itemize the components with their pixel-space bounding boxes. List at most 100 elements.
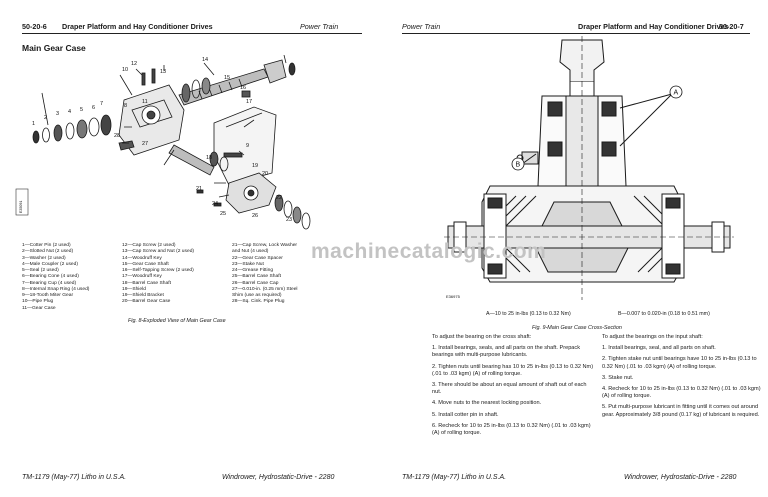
watermark: machinecatalogic.com xyxy=(311,240,547,263)
legend-entry: 28—Sq. Cink. Pipe Plug xyxy=(232,299,285,305)
instruction-step: 3. Stake nut. xyxy=(602,374,634,381)
part-number-label: 13 xyxy=(160,69,166,75)
instruction-step: To adjust the bearing on the cross shaft… xyxy=(432,334,532,340)
left-header-section: Power Train xyxy=(300,22,339,31)
legend-entry: 9—18-Tooth Miter Gear xyxy=(22,293,74,298)
part-number-label: 10 xyxy=(122,67,128,73)
part-number-label: 15 xyxy=(224,75,230,81)
spec-a: A—10 to 25 in-lbs (0.13 to 0.32 Nm) xyxy=(486,311,571,317)
instruction-step: 1. Install bearings, seal, and all parts… xyxy=(602,345,716,352)
cross-section-figure: A B E36975 xyxy=(444,36,734,300)
part-number-label: 7 xyxy=(100,101,103,107)
legend-entry: 20—Barrel Gear Case xyxy=(122,299,171,305)
legend-entry: and Nut (4 used) xyxy=(232,249,269,255)
left-page-number: 50-20-6 xyxy=(22,22,47,31)
instruction-step: To adjust the bearings on the input shaf… xyxy=(602,334,703,340)
legend-col-1: 1—Cotter Pin (2 used)2—Slotted Nut (2 us… xyxy=(22,243,89,312)
legend-entry: 11—Gear Case xyxy=(22,305,56,311)
legend-entry: 19—Shield xyxy=(122,286,146,292)
part-number-label: 23 xyxy=(286,217,292,223)
legend-entry: 21—Cap Screw, Lock Washer xyxy=(232,243,298,248)
left-footer-right: Windrower, Hydrostatic-Drive - 2280 xyxy=(222,474,335,481)
legend-entry: 10—Pipe Plug xyxy=(22,299,54,305)
part-number-label: 18 xyxy=(206,155,212,161)
left-page: 50-20-6 Draper Platform and Hay Conditio… xyxy=(15,22,362,481)
part-number-label: 26 xyxy=(252,213,258,219)
part-number-label: 16 xyxy=(240,85,246,91)
legend-entry: 16—Self-Tapping Screw (2 used) xyxy=(122,268,194,273)
right-page: Power Train Draper Platform and Hay Cond… xyxy=(384,0,768,497)
legend-entry: 22—Gear Case Spacer xyxy=(232,255,283,261)
part-number-label: 27 xyxy=(142,141,148,147)
part-number-label: 8 xyxy=(124,103,127,109)
legend-entry: 15—Gear Case Shaft xyxy=(122,261,169,267)
part-number-label: 2 xyxy=(44,115,47,121)
right-footer-right: Windrower, Hydrostatic-Drive - 2280 xyxy=(624,474,737,481)
part-number-label: 28 xyxy=(114,133,120,139)
part-number-label: 11 xyxy=(142,99,148,105)
right-header-title: Draper Platform and Hay Conditioner Driv… xyxy=(578,22,729,31)
legend-entry: 8—Internal Snap Ring (4 used) xyxy=(22,286,90,292)
legend-entry: 26—Barrel Case Cap xyxy=(232,280,279,286)
legend-entry: 3—Washer (2 used) xyxy=(22,255,66,261)
part-number-label: 14 xyxy=(202,57,208,63)
part-number-label: 4 xyxy=(68,109,71,115)
legend-col-2: 12—Cap Screw (2 used)13—Cap Screw and Nu… xyxy=(122,243,194,306)
part-number-label: 22 xyxy=(276,195,282,201)
instruction-step: 3. There should be about an equal amount… xyxy=(432,382,587,396)
part-number-label: 1 xyxy=(32,121,35,127)
legend-entry: 18—Barrel Case Shaft xyxy=(122,280,171,286)
callout-b: B xyxy=(516,162,521,169)
legend-entry: 12—Cap Screw (2 used) xyxy=(122,243,176,248)
legend-entry: 4—Male Coupler (2 used) xyxy=(22,261,78,267)
legend-entry: 23—Stake Nut xyxy=(232,261,264,267)
part-number-label: 25 xyxy=(220,211,226,217)
instruction-step: 6. Recheck for 10 to 25 in-lbs (0.13 to … xyxy=(432,422,591,437)
part-number-label: 5 xyxy=(80,107,83,113)
instruction-step: 4. Move nuts to the nearest locking posi… xyxy=(432,400,542,407)
part-number-label: 6 xyxy=(92,105,95,111)
right-header-rule xyxy=(402,33,750,34)
instruction-step: 5. Install cotter pin in shaft. xyxy=(432,411,499,418)
legend-entry: 6—Bearing Cone (4 used) xyxy=(22,274,79,280)
instruction-step: 2. Tighten nuts until bearing has 10 to … xyxy=(432,363,594,377)
part-number-label: 17 xyxy=(246,99,252,105)
part-number-label: 3 xyxy=(56,111,59,117)
part-number-label: 20 xyxy=(262,171,268,177)
right-page-number: 50-20-7 xyxy=(719,22,744,31)
left-footer-left: TM-1179 (May-77) Litho in U.S.A. xyxy=(22,474,127,481)
part-number-label: 24 xyxy=(212,201,218,207)
part-number-label: 9 xyxy=(246,143,249,149)
input-shaft-instructions: To adjust the bearings on the input shaf… xyxy=(602,334,767,423)
legend-entry: 2—Slotted Nut (2 used) xyxy=(22,249,74,255)
section-title: Main Gear Case xyxy=(22,43,86,53)
callout-a: A xyxy=(674,90,679,97)
right-figure-stamp: E36975 xyxy=(446,294,461,299)
legend-entry: 14—Woodruff Key xyxy=(122,255,162,261)
legend-entry: 13—Cap Screw and Nut (2 used) xyxy=(122,249,195,255)
right-footer-left: TM-1179 (May-77) Litho in U.S.A. xyxy=(402,474,507,481)
legend-entry: 27—0.010-in. (0.25 mm) Steel xyxy=(232,286,298,292)
part-number-label: 19 xyxy=(252,163,258,169)
left-header-title: Draper Platform and Hay Conditioner Driv… xyxy=(62,22,213,31)
left-figure-caption: Fig. 8-Exploded View of Main Gear Case xyxy=(128,318,226,324)
instruction-step: 5. Put multi-purpose lubricant in fittin… xyxy=(602,404,760,418)
instruction-step: 1. Install bearings, seals, and all part… xyxy=(432,345,581,359)
legend-entry: 19—Shield Bracket xyxy=(122,293,164,298)
left-figure-stamp: E35091 xyxy=(19,201,23,213)
left-ring-stack xyxy=(32,114,112,144)
instruction-step: 2. Tighten stake nut until bearings have… xyxy=(602,356,757,370)
instruction-step: 4. Recheck for 10 to 25 in-lbs (0.13 to … xyxy=(602,386,761,400)
left-header-rule xyxy=(22,33,362,34)
legend-entry: Shim (use as required) xyxy=(232,293,282,298)
legend-entry: 17—Woodruff Key xyxy=(122,274,162,280)
cross-shaft-instructions: To adjust the bearing on the cross shaft… xyxy=(432,334,597,441)
spec-b: B—0.007 to 0.020-in (0.18 to 0.51 mm) xyxy=(618,311,710,317)
part-number-label: 21 xyxy=(196,186,202,192)
legend-entry: 7—Bearing Cup (4 used) xyxy=(22,280,77,286)
legend-entry: 24—Grease Fitting xyxy=(232,268,274,273)
legend-entry: 5—Seal (2 used) xyxy=(22,268,59,273)
legend-entry: 25—Barrel Case Shaft xyxy=(232,274,281,280)
